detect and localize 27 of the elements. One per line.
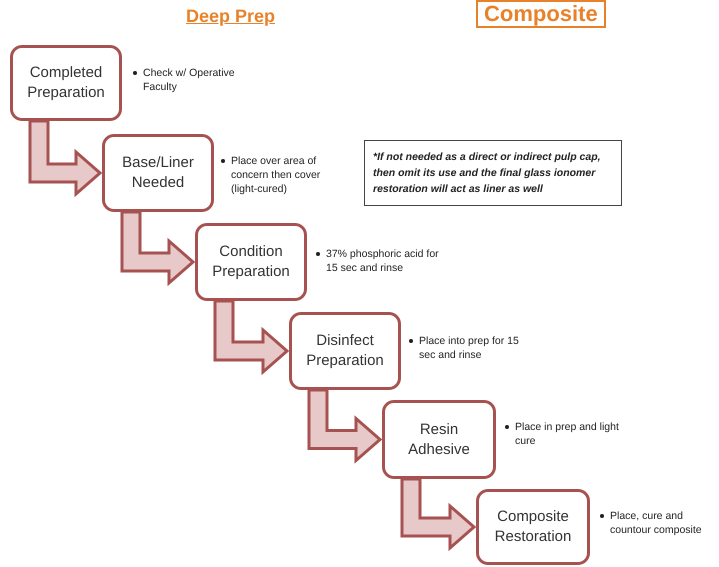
bullet-note: Check w/ Operative Faculty [143,66,236,94]
bullet-note: Place, cure and countour composite [610,509,703,537]
box-text: Condition Preparation [211,242,291,282]
box-text: Resin Adhesive [407,420,471,460]
heading: Deep Prep [186,6,276,27]
box-text: Disinfect Preparation [305,331,385,371]
process-box [289,312,401,390]
process-box [10,45,122,121]
process-box [476,489,590,565]
box-text: Composite Restoration [494,507,572,547]
block-arrow [120,210,196,286]
note-box [364,140,622,206]
bullet-note: Place into prep for 15 sec and rinse [419,334,520,362]
bullet-note: Place over area of concern then cover (light-cured) [231,154,322,196]
bullet-note: 37% phosphoric acid for 15 sec and rinse [326,247,440,275]
process-box [382,400,496,479]
block-arrow [28,120,102,198]
block-arrow [308,388,382,464]
bullet-note: Place in prep and light cure [515,420,620,448]
block-arrow [400,478,476,552]
process-box [195,223,307,301]
box-text: *If not needed as a direct or indirect pulp cap, then omit its use and the final glass ionomer restoration will act as liner as well [373,150,602,197]
block-arrow [214,300,290,376]
box-text: Base/Liner Needed [121,153,195,193]
process-box [102,134,214,212]
box-text: Completed Preparation [26,63,106,103]
section-heading: Composite [476,0,606,28]
